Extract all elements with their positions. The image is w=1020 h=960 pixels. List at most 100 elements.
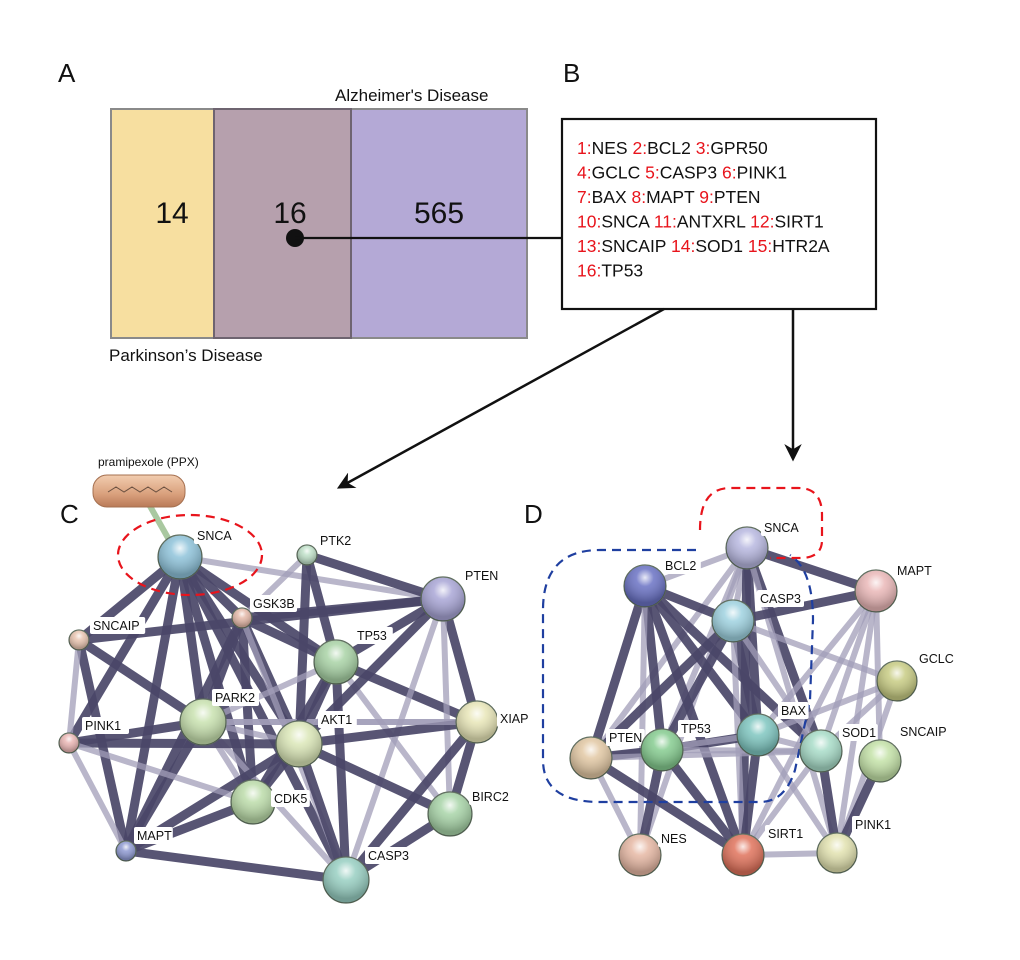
c-node-gsk3b[interactable]: GSK3B	[231, 595, 297, 629]
node-label-bg	[469, 788, 516, 805]
gene-list-line: 10:SNCA 11:ANTXRL 12:SIRT1	[577, 212, 824, 232]
node-label-bg	[839, 724, 878, 741]
d-node-snca[interactable]: SNCA	[725, 519, 800, 570]
c-edge-akt1-xiap	[298, 717, 478, 749]
gene-name: SOD1	[695, 236, 743, 256]
node-gloss	[722, 834, 764, 876]
node-label: BIRC2	[472, 790, 509, 804]
snca-highlight-d	[698, 486, 824, 560]
node-label-bg	[662, 557, 701, 574]
c-node-sncaip[interactable]: SNCAIP	[68, 617, 146, 651]
c-node-casp3[interactable]: CASP3	[322, 847, 412, 904]
c-node-park2[interactable]: PARK2	[179, 689, 259, 746]
c-node-akt1[interactable]: AKT1	[275, 711, 357, 768]
gene-number: 9:	[694, 187, 713, 207]
d-node-bcl2[interactable]: BCL2	[623, 557, 701, 608]
node-label-bg	[761, 519, 800, 536]
node-gloss	[624, 565, 666, 607]
d-node-pten[interactable]: PTEN	[569, 729, 645, 780]
node-label: CASP3	[760, 592, 801, 606]
node-gloss	[800, 730, 842, 772]
node-gloss	[726, 527, 768, 569]
node-label-bg	[894, 562, 933, 579]
gene-number: 12:	[745, 212, 774, 232]
c-edge-akt1-casp3	[294, 742, 351, 882]
c-node-cdk5[interactable]: CDK5	[230, 779, 310, 825]
node-label: SNCAIP	[900, 725, 947, 739]
c-edge-tp53-park2	[201, 659, 338, 725]
node-label: PARK2	[215, 691, 255, 705]
overlap-count: 16	[273, 197, 306, 230]
d-node-pink1[interactable]: PINK1	[816, 816, 899, 874]
node-label-bg	[134, 827, 173, 844]
c-node-mapt[interactable]: MAPT	[115, 827, 173, 862]
d-edge-bcl2-tp53	[640, 585, 667, 751]
node-gloss	[421, 577, 465, 621]
node-gloss	[180, 699, 226, 745]
c-node-ptk2[interactable]: PTK2	[296, 532, 356, 566]
d-node-sncaip[interactable]: SNCAIP	[858, 723, 953, 783]
c-edge-ptk2-pten	[305, 550, 445, 604]
gene-number: 4:	[577, 163, 592, 183]
node-label-bg	[757, 590, 804, 607]
node-label-bg	[497, 710, 536, 727]
d-node-bax[interactable]: BAX	[736, 702, 809, 757]
node-label: PINK1	[855, 818, 891, 832]
node-gloss	[855, 570, 897, 612]
gene-number: 14:	[666, 236, 695, 256]
gene-number: 8:	[627, 187, 646, 207]
gene-name: PINK1	[737, 163, 788, 183]
d-edge-casp3-sod1	[730, 619, 824, 753]
d-node-mapt[interactable]: MAPT	[854, 562, 933, 613]
drug-structure-icon	[107, 486, 173, 493]
d-node-sirt1[interactable]: SIRT1	[721, 825, 812, 877]
node-gloss	[456, 701, 498, 743]
node-label-bg	[194, 527, 233, 544]
panel-label-a: A	[58, 58, 76, 88]
node-label: SOD1	[842, 726, 876, 740]
d-edge-mapt-sod1	[818, 590, 879, 752]
venn-overlap-outline	[213, 108, 352, 339]
d-node-casp3[interactable]: CASP3	[711, 590, 804, 643]
node-gloss	[231, 780, 275, 824]
d-edge-gclc-bax	[756, 678, 899, 738]
node-label: XIAP	[500, 712, 529, 726]
node-label: MAPT	[897, 564, 932, 578]
c-node-snca[interactable]: SNCA	[157, 527, 233, 580]
node-label: MAPT	[137, 829, 172, 843]
c-edge-pten-casp3	[343, 598, 446, 881]
node-label: SIRT1	[768, 827, 803, 841]
c-node-pten[interactable]: PTEN	[420, 567, 501, 622]
gene-list-line: 13:SNCAIP 14:SOD1 15:HTR2A	[577, 236, 830, 256]
c-node-tp53[interactable]: TP53	[313, 627, 393, 685]
c-edge-pten-birc2	[440, 598, 453, 815]
d-edge-casp3-tp53	[658, 618, 737, 753]
c-node-xiap[interactable]: XIAP	[455, 700, 536, 744]
node-label: PTEN	[609, 731, 642, 745]
node-gloss	[323, 857, 369, 903]
node-gloss	[276, 721, 322, 767]
gene-name: GPR50	[710, 138, 768, 158]
node-gloss	[817, 833, 857, 873]
gene-number: 16:	[577, 261, 601, 281]
gene-number: 1:	[577, 138, 592, 158]
gene-number: 2:	[628, 138, 647, 158]
d-node-nes[interactable]: NES	[618, 830, 689, 877]
gene-name: PTEN	[714, 187, 761, 207]
node-label: PINK1	[85, 719, 121, 733]
c-node-birc2[interactable]: BIRC2	[427, 788, 516, 837]
node-label-bg	[82, 717, 129, 734]
d-node-tp53[interactable]: TP53	[640, 720, 717, 772]
gene-name: SNCA	[601, 212, 650, 232]
c-node-pink1[interactable]: PINK1	[58, 717, 129, 754]
node-gloss	[619, 834, 661, 876]
c-edge-mapt-casp3	[125, 846, 347, 885]
node-label: GCLC	[919, 652, 954, 666]
parkinson-only-count: 14	[155, 197, 188, 230]
venn-region-overlap	[214, 109, 351, 338]
node-gloss	[641, 729, 683, 771]
d-node-gclc[interactable]: GCLC	[876, 650, 955, 702]
d-node-sod1[interactable]: SOD1	[799, 724, 878, 773]
